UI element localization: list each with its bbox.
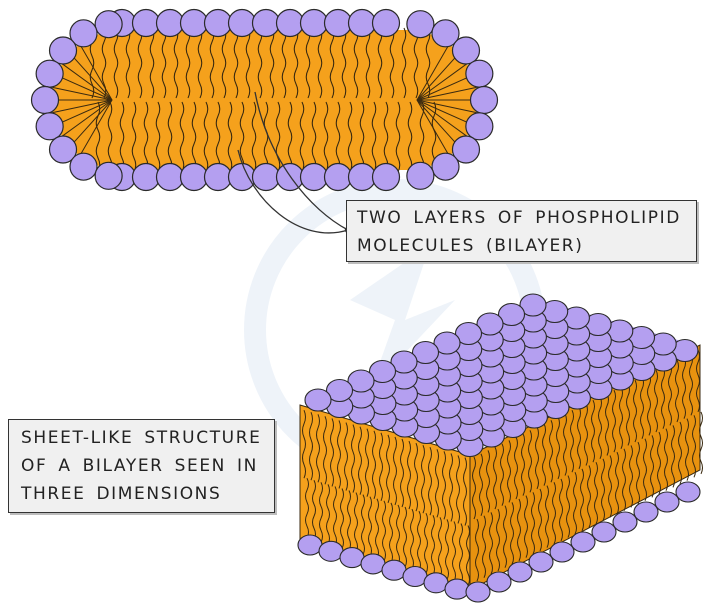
sheet-callout-line-2: OF A BILAYER SEEN IN	[21, 452, 274, 480]
bilayer-callout: TWO LAYERS OF PHOSPHOLIPID MOLECULES (BI…	[346, 200, 697, 262]
bottom-head	[550, 542, 574, 562]
bottom-head	[424, 573, 448, 593]
bottom-head	[634, 502, 658, 522]
bottom-head	[445, 579, 469, 599]
bottom-head	[340, 548, 364, 568]
phospholipid-head	[277, 10, 304, 37]
bottom-head	[529, 552, 553, 572]
bottom-head	[319, 541, 343, 561]
bottom-head	[382, 560, 406, 580]
bottom-head	[508, 562, 532, 582]
bilayer-cross-section	[32, 10, 498, 191]
phospholipid-head	[253, 164, 280, 191]
bottom-head	[298, 535, 322, 555]
bilayer-3d-sheet	[298, 294, 703, 602]
phospholipid-head	[349, 10, 376, 37]
phospholipid-head	[452, 37, 479, 64]
phospholipid-head	[157, 10, 184, 37]
bottom-head	[361, 554, 385, 574]
phospholipid-head	[407, 11, 434, 38]
phospholipid-head	[407, 162, 434, 189]
phospholipid-head	[205, 10, 232, 37]
bottom-head	[655, 492, 679, 512]
phospholipid-head	[157, 164, 184, 191]
phospholipid-head	[181, 164, 208, 191]
phospholipid-head	[50, 37, 77, 64]
phospholipid-head	[133, 164, 160, 191]
phospholipid-head	[349, 164, 376, 191]
phospholipid-head	[373, 164, 400, 191]
phospholipid-head	[325, 10, 352, 37]
sheet-callout-line-1: SHEET-LIKE STRUCTURE	[21, 424, 274, 452]
phospholipid-head	[95, 162, 122, 189]
bottom-head	[466, 582, 490, 602]
phospholipid-head	[466, 113, 493, 140]
bottom-head	[676, 482, 700, 502]
phospholipid-head	[301, 10, 328, 37]
phospholipid-head	[301, 164, 328, 191]
bottom-head	[613, 512, 637, 532]
phospholipid-head	[229, 10, 256, 37]
phospholipid-head	[133, 10, 160, 37]
phospholipid-head	[32, 87, 59, 114]
bottom-head	[571, 532, 595, 552]
bottom-head	[403, 567, 427, 587]
phospholipid-head	[253, 10, 280, 37]
phospholipid-head	[466, 60, 493, 87]
phospholipid-head	[205, 164, 232, 191]
top-head	[305, 389, 331, 411]
phospholipid-head	[95, 11, 122, 38]
bilayer-callout-line-2: MOLECULES (BILAYER)	[357, 232, 696, 260]
phospholipid-head	[70, 153, 97, 180]
bottom-head	[592, 522, 616, 542]
phospholipid-head	[471, 87, 498, 114]
bottom-head	[487, 572, 511, 592]
phospholipid-head	[36, 113, 63, 140]
phospholipid-head	[229, 164, 256, 191]
phospholipid-head	[325, 164, 352, 191]
sheet-callout-line-3: THREE DIMENSIONS	[21, 480, 274, 508]
sheet-callout: SHEET-LIKE STRUCTURE OF A BILAYER SEEN I…	[8, 419, 275, 513]
phospholipid-head	[36, 60, 63, 87]
phospholipid-head	[373, 10, 400, 37]
bilayer-callout-line-1: TWO LAYERS OF PHOSPHOLIPID	[357, 204, 696, 232]
phospholipid-head	[432, 153, 459, 180]
phospholipid-head	[181, 10, 208, 37]
